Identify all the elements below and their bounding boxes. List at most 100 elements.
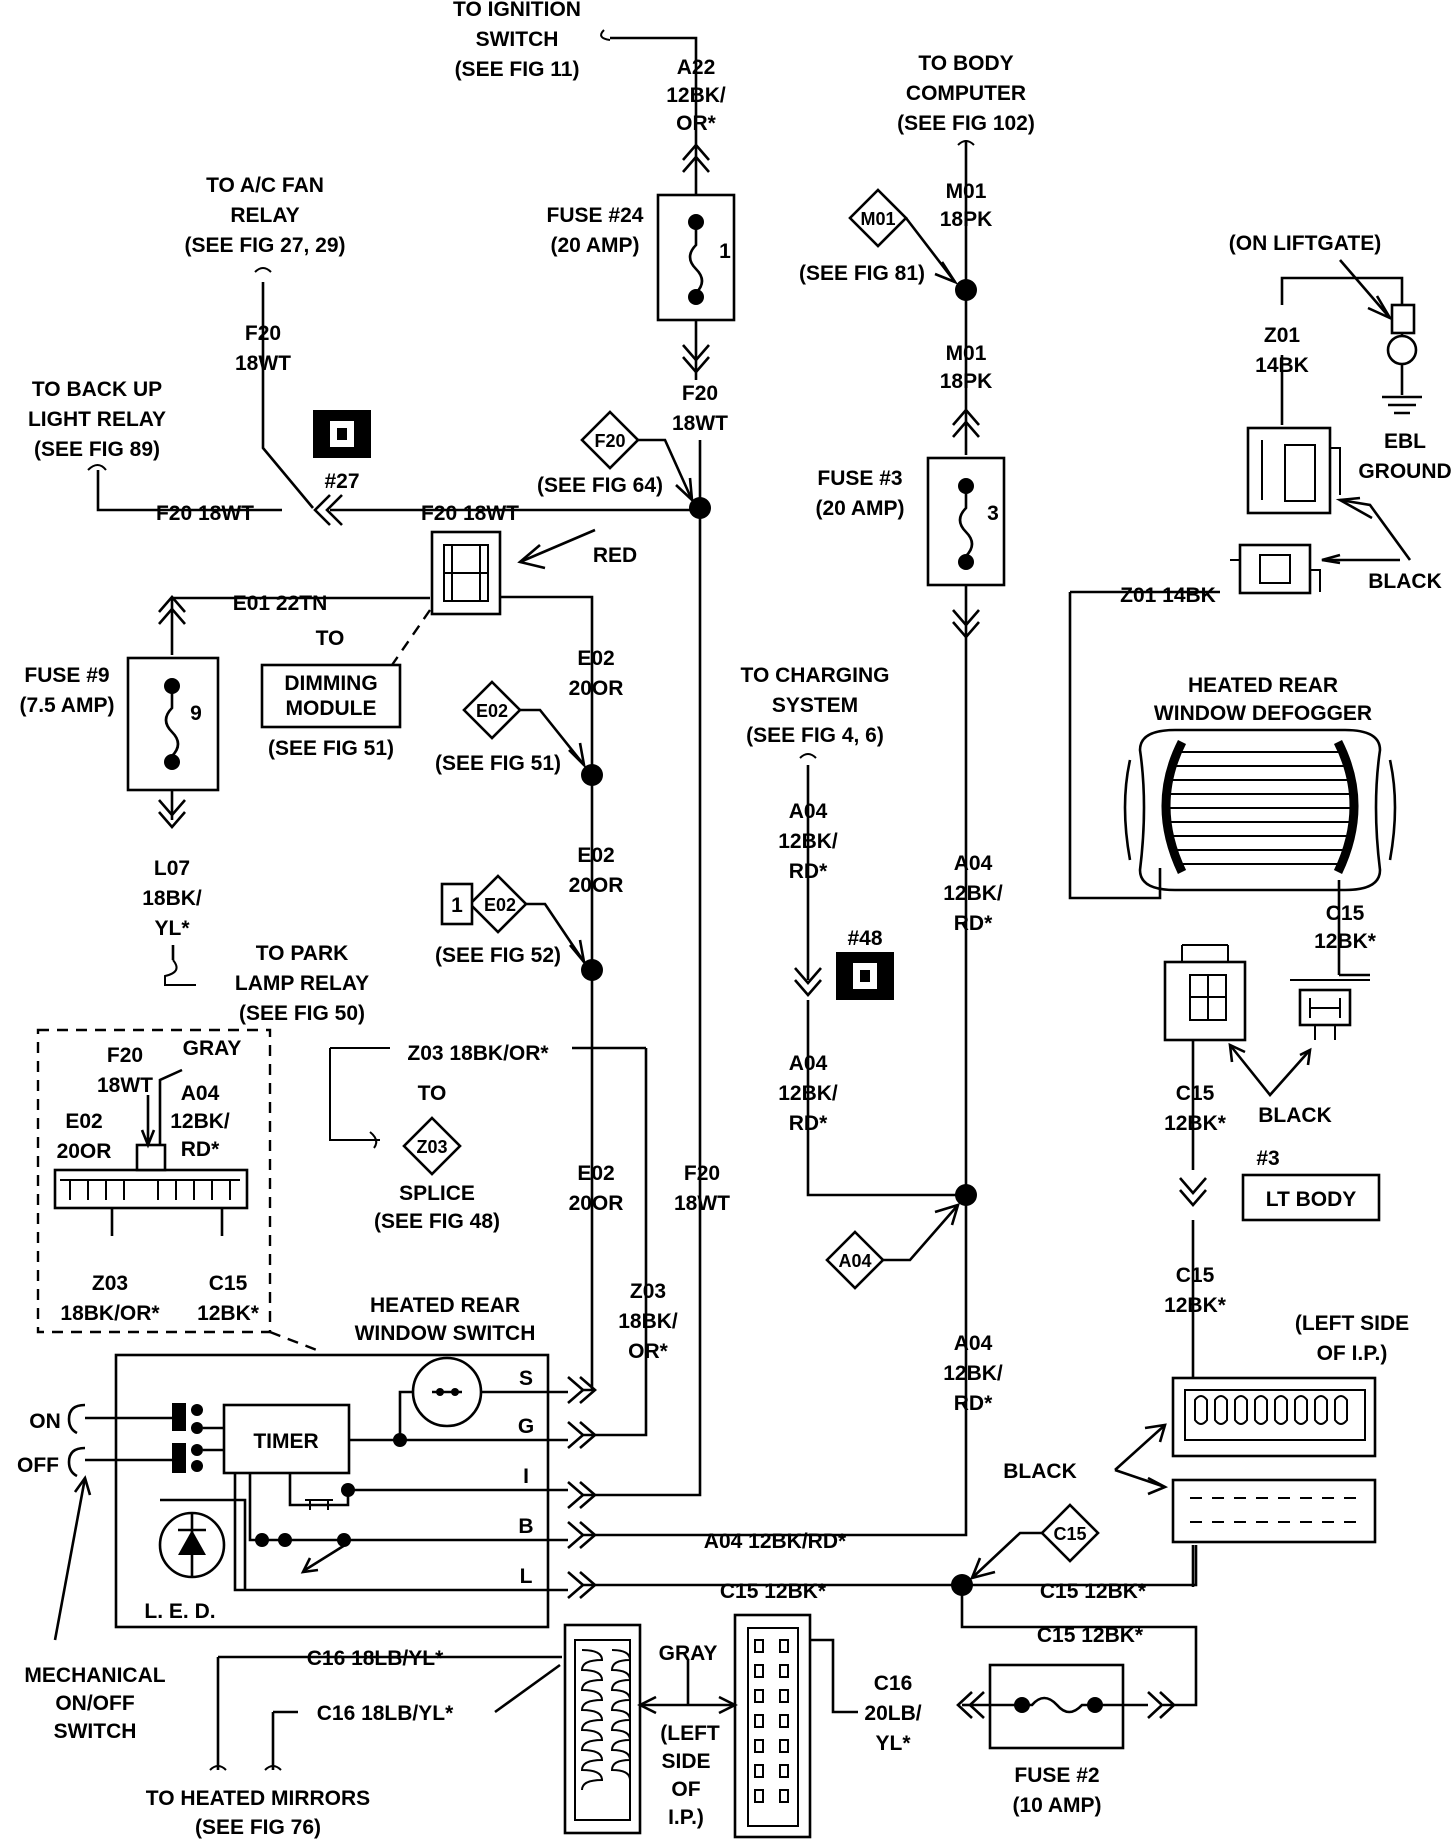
label-switch-title-2: WINDOW SWITCH [355,1322,536,1345]
diamond-refs [402,188,1100,1580]
label-e02-b-1: E02 [577,844,614,867]
label-splice-1: SPLICE [399,1182,475,1205]
ip-connectors [1114,1376,1377,1544]
label-lt-body: LT BODY [1266,1188,1357,1211]
splice-e02-a [581,764,603,786]
switch-connector-inset [36,1028,323,1354]
label-fuse9-2: (7.5 AMP) [20,694,115,717]
fuse-9 [126,656,220,792]
label-inset-f20-1: F20 [107,1044,143,1067]
label-inset-e02-2: 20OR [57,1140,112,1163]
label-pin-i: I [523,1465,529,1488]
label-mech-2: ON/OFF [55,1692,134,1715]
label-gray-b: GRAY [659,1642,718,1665]
label-e02-c-2: 20OR [569,1192,624,1215]
label-on: ON [29,1410,61,1433]
label-a04-a-2: 12BK/ [778,830,838,853]
label-pin-l: L [520,1565,533,1588]
red-connector [430,528,596,616]
label-c16-c-1: C16 [874,1672,913,1695]
label-e02-a-1: E02 [577,647,614,670]
label-e02-c-1: E02 [577,1162,614,1185]
label-left-ip-right-2: OF I.P.) [1317,1342,1388,1365]
splice-e02-b [581,959,603,981]
label-pin-b: B [518,1515,533,1538]
label-a04-b-3: RD* [789,1112,828,1135]
label-charging-3: (SEE FIG 4, 6) [746,724,884,747]
label-park-lamp-3: (SEE FIG 50) [239,1002,365,1025]
fuse-2 [972,1663,1148,1750]
splice-a04 [955,1184,977,1206]
label-e02-diamond-b: E02 [484,895,516,915]
bottom-connectors [563,1613,812,1839]
label-c15-12bk-a: C15 12BK* [1040,1580,1147,1603]
label-connector-27: #27 [324,470,359,493]
label-pin-s: S [519,1367,533,1390]
label-fuse24-1: FUSE #24 [547,204,644,227]
label-inset-z03-2: 18BK/OR* [60,1302,160,1325]
label-l07-1: L07 [154,857,190,880]
label-ebl-1: EBL [1384,430,1426,453]
label-ignition-switch-2: SWITCH [476,28,559,51]
label-ac-fan-1: TO A/C FAN [206,174,324,197]
c15-connectors [1163,944,1381,1222]
label-z01-a-2: 14BK [1255,354,1309,377]
label-m01-diamond: M01 [860,209,895,229]
label-z03-diamond: Z03 [416,1137,447,1157]
label-e02-a-2: 20OR [569,677,624,700]
label-c16-c-2: 20LB/ [864,1702,921,1725]
label-switch-title-1: HEATED REAR [370,1294,520,1317]
label-f20-c-2: 18WT [674,1192,730,1215]
label-ebl-2: GROUND [1358,460,1451,483]
label-fuse2-1: FUSE #2 [1014,1764,1099,1787]
label-f20-mid-2: 18WT [672,412,728,435]
label-backup-1: TO BACK UP [32,378,162,401]
label-z03-c-3: OR* [628,1340,669,1363]
label-c15-b-2: 12BK* [1164,1112,1227,1135]
label-connector-48: #48 [847,927,882,950]
label-c15-c-1: C15 [1176,1264,1215,1287]
label-see-fig64: (SEE FIG 64) [537,474,663,497]
label-z01-b: Z01 14BK [1120,584,1216,607]
fuse-24 [656,193,736,322]
label-body-computer-1: TO BODY [918,52,1013,75]
label-a04-b-2: 12BK/ [778,1082,838,1105]
label-black-a: BLACK [1368,570,1442,593]
label-see-fig51-dim: (SEE FIG 51) [268,737,394,760]
label-mech-1: MECHANICAL [24,1664,165,1687]
label-black-b: BLACK [1258,1104,1332,1127]
label-c15-a-2: 12BK* [1314,930,1377,953]
label-left-ip-b-2: SIDE [661,1750,710,1773]
label-a04-d-2: 12BK/ [943,1362,1003,1385]
label-park-lamp-2: LAMP RELAY [235,972,369,995]
label-m01-top-2: 18PK [940,208,993,231]
label-f20-left-1: F20 [245,322,281,345]
label-park-lamp-1: TO PARK [256,942,349,965]
label-a04-d-3: RD* [954,1392,993,1415]
label-defogger-2: WINDOW DEFOGGER [1154,702,1372,725]
dimming-module [260,663,402,729]
label-f20-18wt-a: F20 18WT [156,502,254,525]
label-connector-3: #3 [1256,1147,1279,1170]
label-m01-top-1: M01 [946,180,987,203]
label-c15-c-2: 12BK* [1164,1294,1227,1317]
label-e02-b-2: 20OR [569,874,624,897]
label-c15-12bk-c: C15 12BK* [720,1580,827,1603]
label-a04-c-3: RD* [954,912,993,935]
label-a04-b-1: A04 [789,1052,828,1075]
label-mirrors-1: TO HEATED MIRRORS [146,1787,370,1810]
label-dimming-2: MODULE [286,697,377,720]
label-z03-wire: Z03 18BK/OR* [407,1042,549,1065]
labels: TO IGNITION SWITCH (SEE FIG 11) A22 12BK… [17,0,1452,1839]
label-fuse9-num: 9 [190,702,202,725]
label-backup-2: LIGHT RELAY [28,408,166,431]
label-z01-a-1: Z01 [1264,324,1301,347]
label-charging-2: SYSTEM [772,694,858,717]
label-see-fig81: (SEE FIG 81) [799,262,925,285]
label-a04-a-1: A04 [789,800,828,823]
label-backup-3: (SEE FIG 89) [34,438,160,461]
label-z03-c-1: Z03 [630,1280,666,1303]
label-c16-a: C16 18LB/YL* [307,1647,444,1670]
label-see-fig51: (SEE FIG 51) [435,752,561,775]
